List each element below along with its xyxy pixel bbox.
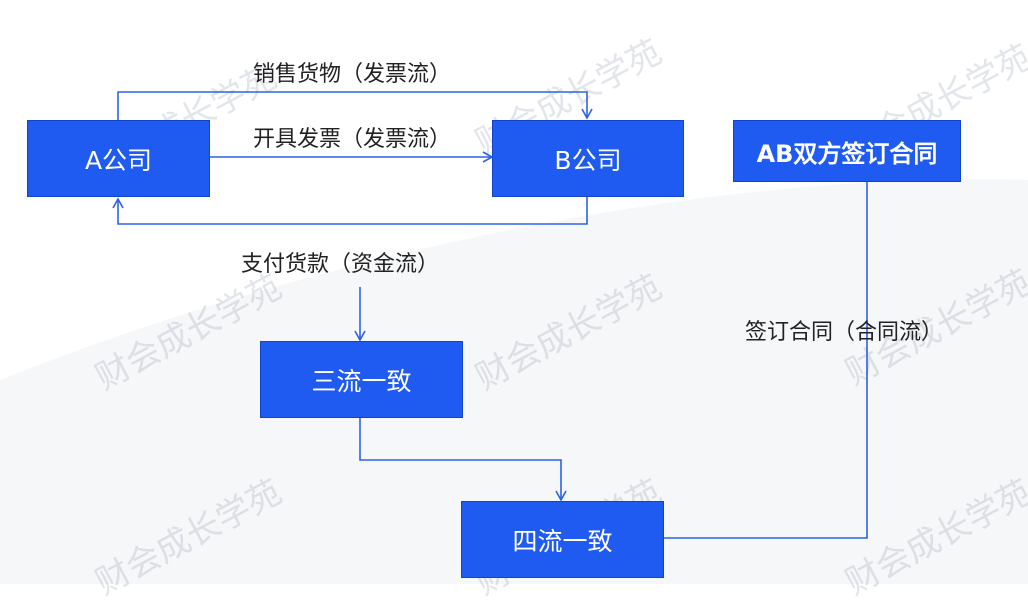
goods-flow-label: 销售货物（发票流） [253, 62, 452, 87]
flow-connectors [112, 91, 868, 539]
payment-flow-label: 支付货款（资金流） [241, 252, 440, 277]
b-company-box: B公司 [492, 120, 684, 197]
contract-flow-line [663, 182, 868, 539]
ab-contract-box: AB双方签订合同 [733, 120, 961, 182]
contract-flow-label: 签订合同（合同流） [745, 320, 944, 345]
three-to-four-arrow [359, 418, 567, 502]
invoice-flow-label: 开具发票（发票流） [253, 127, 452, 152]
a-company-box: A公司 [27, 120, 210, 197]
three-flows-box: 三流一致 [260, 341, 463, 418]
background-curve [0, 0, 1028, 584]
return-flow-arrow [112, 197, 588, 225]
goods-flow-arrow [117, 91, 593, 120]
four-flows-box: 四流一致 [461, 501, 664, 578]
